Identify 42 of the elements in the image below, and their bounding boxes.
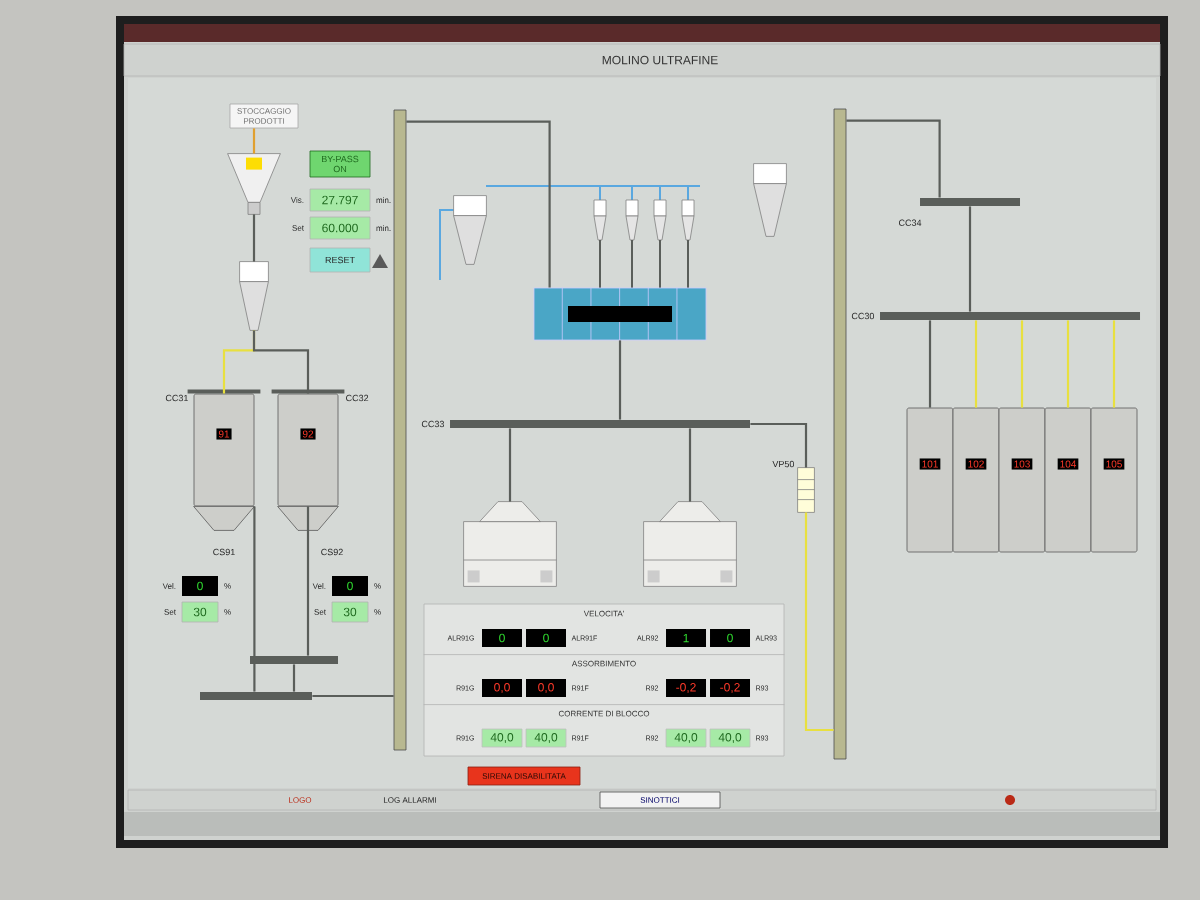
mill-drawing: [643, 501, 737, 587]
silo: [906, 407, 954, 553]
pipe: [804, 512, 834, 732]
pipe: [508, 428, 512, 502]
pipe: [253, 506, 256, 692]
screw-conveyor: [200, 692, 312, 700]
silo: [271, 389, 345, 531]
screw-conveyor: [920, 198, 1020, 206]
silo: [1090, 407, 1138, 553]
pipe: [306, 506, 310, 656]
bucket-elevator: [393, 109, 407, 751]
silo: [1044, 407, 1092, 553]
silo: [187, 389, 261, 531]
pipe: [292, 664, 296, 692]
pipe: [618, 340, 622, 420]
cyclone-drawing: [753, 163, 787, 237]
pipe: [406, 120, 551, 288]
pipe: [846, 119, 941, 198]
pipe: [750, 422, 808, 468]
hopper-drawing: [227, 153, 281, 215]
pipe: [252, 330, 310, 394]
pipe: [252, 128, 256, 154]
silo: [998, 407, 1046, 553]
pipe: [968, 206, 972, 312]
pipe: [928, 320, 932, 408]
pipe: [312, 694, 394, 698]
pipe: [1020, 320, 1024, 408]
filter-bank: [533, 287, 707, 341]
cyclone-drawing: [453, 195, 487, 265]
mill-drawing: [463, 501, 557, 587]
screw-conveyor: [450, 420, 750, 428]
pipe: [1066, 320, 1070, 408]
pipe: [688, 428, 692, 502]
pipe: [974, 320, 978, 408]
bucket-elevator: [833, 108, 847, 760]
screw-conveyor: [250, 656, 338, 664]
sieve-drawing: [797, 467, 815, 513]
cyclone-drawing: [239, 261, 269, 331]
silo: [952, 407, 1000, 553]
pipe: [1112, 320, 1116, 408]
pipe: [252, 214, 256, 262]
screw-conveyor: [880, 312, 1140, 320]
